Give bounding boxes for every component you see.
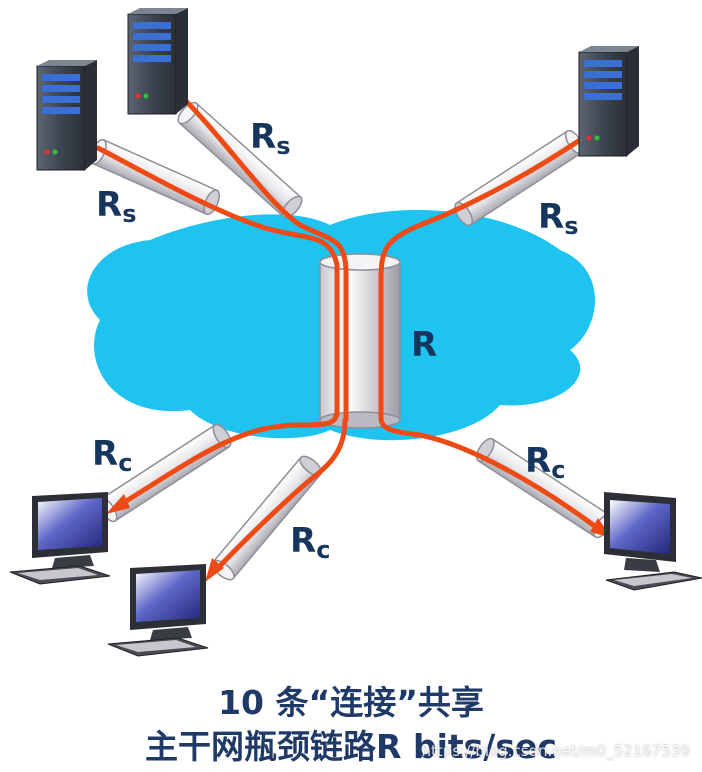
label-subscript: s: [564, 212, 579, 240]
label-subscript: s: [122, 200, 137, 228]
label-main: R: [92, 434, 119, 474]
label-subscript: c: [551, 456, 566, 484]
desktop-computer-icon: [9, 492, 111, 585]
label-rc: Rc: [92, 437, 132, 475]
flow-path: [378, 137, 583, 421]
watermark: https://blog.csdn.net/m0_52167539: [421, 742, 690, 760]
label-rc: Rc: [290, 524, 330, 562]
server-icon: [578, 46, 639, 157]
arrowhead: [106, 494, 130, 514]
bottleneck-link: [319, 253, 401, 429]
flow-path: [378, 415, 603, 533]
server-icon: [127, 8, 188, 115]
label-rs: Rs: [96, 188, 136, 226]
flow-path: [180, 95, 349, 423]
label-rc: Rc: [525, 444, 565, 482]
caption-line-2: 主干网瓶颈链路R bits/sec: [145, 727, 557, 766]
label-r-bottleneck: R: [411, 328, 437, 362]
label-subscript: c: [316, 536, 331, 564]
label-rs: Rs: [538, 200, 578, 238]
label-subscript: s: [276, 132, 291, 160]
server-icon: [36, 60, 97, 171]
flow-path: [117, 412, 339, 508]
desktop-computer-icon: [604, 492, 702, 591]
label-main: R: [411, 325, 438, 365]
caption-line-1: 10 条“连接”共享: [218, 683, 484, 722]
data-flows: [95, 95, 603, 575]
label-subscript: c: [118, 449, 133, 477]
label-main: R: [525, 441, 552, 481]
label-main: R: [250, 117, 277, 157]
label-main: R: [538, 197, 565, 237]
desktop-computer-icon: [107, 564, 209, 657]
flow-path: [211, 417, 348, 575]
flow-path: [95, 145, 340, 418]
label-rs: Rs: [250, 120, 290, 158]
label-main: R: [96, 185, 123, 225]
arrowhead: [205, 558, 224, 582]
label-main: R: [290, 521, 317, 561]
